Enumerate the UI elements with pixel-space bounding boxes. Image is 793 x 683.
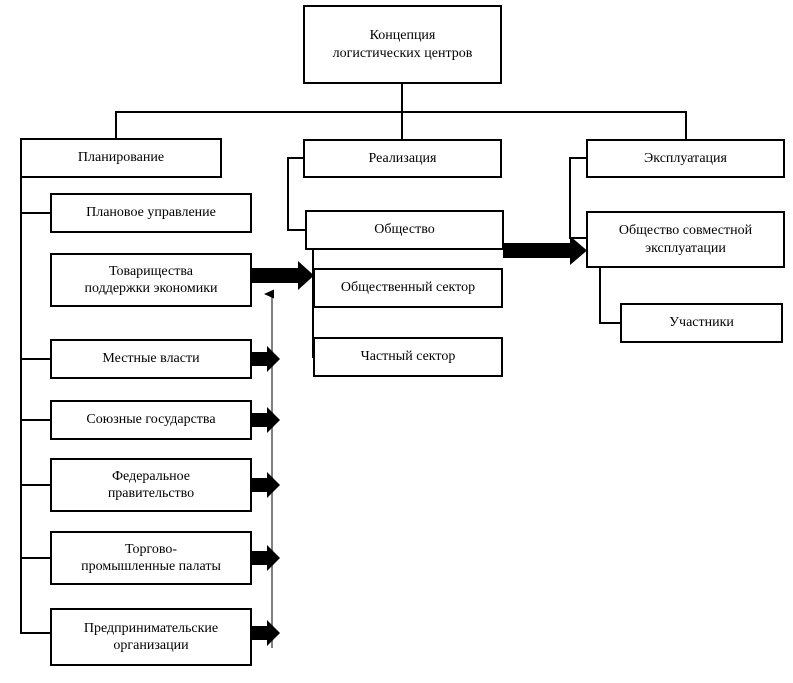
- node-planning-management[interactable]: Плановое управление: [50, 193, 252, 233]
- node-root-label: Концепция логистических центров: [332, 28, 473, 61]
- node-local-authorities[interactable]: Местные власти: [50, 339, 252, 379]
- node-private-sector[interactable]: Частный сектор: [313, 337, 503, 377]
- node-root[interactable]: Концепция логистических центров: [303, 5, 502, 84]
- node-joint-operation-society[interactable]: Общество совместной эксплуатации: [586, 211, 785, 268]
- node-operation[interactable]: Эксплуатация: [586, 139, 785, 178]
- node-private-sector-label: Частный сектор: [360, 349, 456, 365]
- node-economy-support-partnerships-label: Товарищества поддержки экономики: [84, 263, 218, 297]
- node-business-organizations[interactable]: Предпринимательские организации: [50, 608, 252, 666]
- node-economy-support-partnerships[interactable]: Товарищества поддержки экономики: [50, 253, 252, 307]
- node-chambers-of-commerce[interactable]: Торгово- промышленные палаты: [50, 531, 252, 585]
- node-joint-operation-society-label: Общество совместной эксплуатации: [618, 223, 753, 256]
- node-public-sector[interactable]: Общественный сектор: [313, 268, 503, 308]
- node-realization[interactable]: Реализация: [303, 139, 502, 178]
- node-operation-label: Эксплуатация: [644, 150, 727, 166]
- flow-arrow-society-to-joint-operation: [503, 236, 587, 265]
- node-realization-label: Реализация: [368, 150, 437, 166]
- node-participants-label: Участники: [669, 315, 734, 331]
- flow-arrow-partnerships-to-public-sector: [251, 261, 314, 290]
- node-allied-states[interactable]: Союзные государства: [50, 400, 252, 440]
- flow-arrows-short: [251, 346, 280, 646]
- node-business-organizations-label: Предпринимательские организации: [83, 620, 219, 654]
- node-society[interactable]: Общество: [305, 210, 504, 250]
- node-society-label: Общество: [374, 222, 435, 238]
- node-public-sector-label: Общественный сектор: [340, 280, 476, 296]
- node-federal-government[interactable]: Федеральное правительство: [50, 458, 252, 512]
- node-participants[interactable]: Участники: [620, 303, 783, 343]
- node-chambers-of-commerce-label: Торгово- промышленные палаты: [81, 541, 221, 575]
- node-planning-management-label: Плановое управление: [86, 205, 216, 221]
- node-planning-label: Планирование: [77, 150, 165, 166]
- node-planning[interactable]: Планирование: [20, 138, 222, 178]
- tree-connector-lines: [20, 83, 687, 634]
- node-federal-government-label: Федеральное правительство: [107, 468, 195, 502]
- node-local-authorities-label: Местные власти: [102, 351, 200, 367]
- node-allied-states-label: Союзные государства: [86, 412, 216, 428]
